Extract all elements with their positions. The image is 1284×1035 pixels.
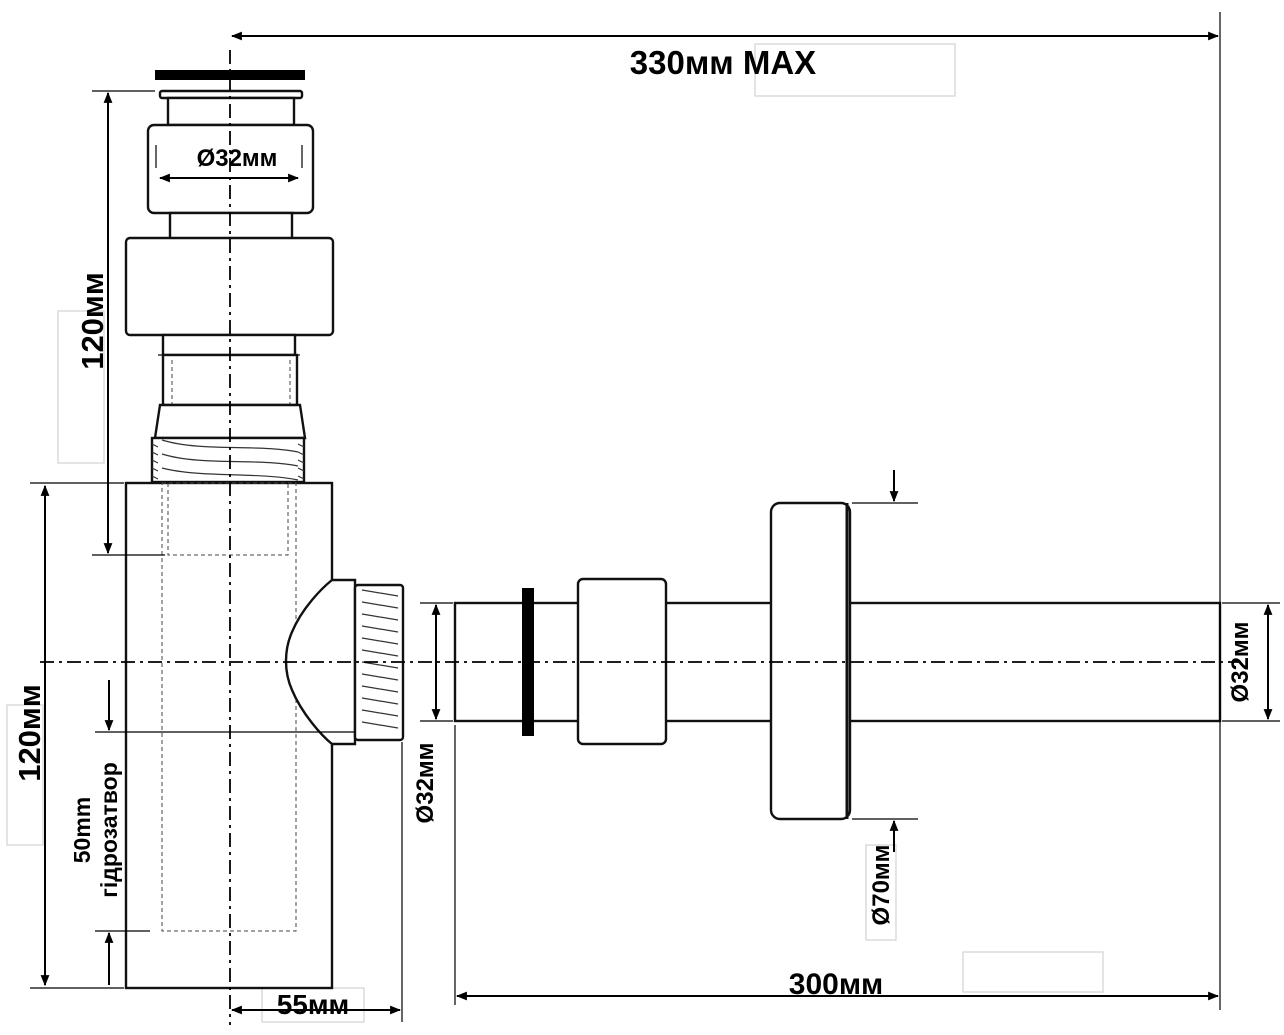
top-height-label: 120мм [75,272,110,370]
outlet-diameter-left-dimension: Ø32мм [412,602,453,824]
flange-diameter-dimension: Ø70мм [852,470,918,925]
water-seal-label: гідрозатвор [96,762,122,897]
flange-diameter-label: Ø70мм [868,845,895,926]
inlet-neck [168,211,294,242]
inlet-tube [158,333,300,407]
total-length-dimension: 330мм MAX [230,12,1221,1010]
inlet-diameter-label: Ø32мм [197,145,278,172]
bottle-offset-dimension: 55мм [230,742,403,1022]
water-seal-dimension: 50mm гідрозатвор [69,680,355,985]
inlet-diameter-dimension: Ø32мм [155,145,303,183]
pipe-length-label: 300мм [789,968,883,1001]
bottle-offset-label: 55мм [277,989,350,1020]
bottom-height-dimension: 120мм [12,482,124,989]
water-seal-value: 50mm [69,797,95,863]
center-lines [40,50,1240,1025]
top-height-dimension: 120мм [75,90,165,556]
bottle-thread [150,436,306,484]
bottle-body [124,481,334,990]
bottom-height-label: 120мм [12,684,47,782]
outlet-diameter-right-label: Ø32мм [1227,622,1254,703]
drain-plug-cap [155,70,305,127]
outlet-diameter-right-dimension: Ø32мм [1222,602,1280,722]
wall-flange [769,501,852,821]
outlet-diameter-left-label: Ø32мм [412,743,439,824]
pipe-length-dimension: 300мм [454,725,1220,1005]
total-length-label: 330мм MAX [630,44,816,81]
